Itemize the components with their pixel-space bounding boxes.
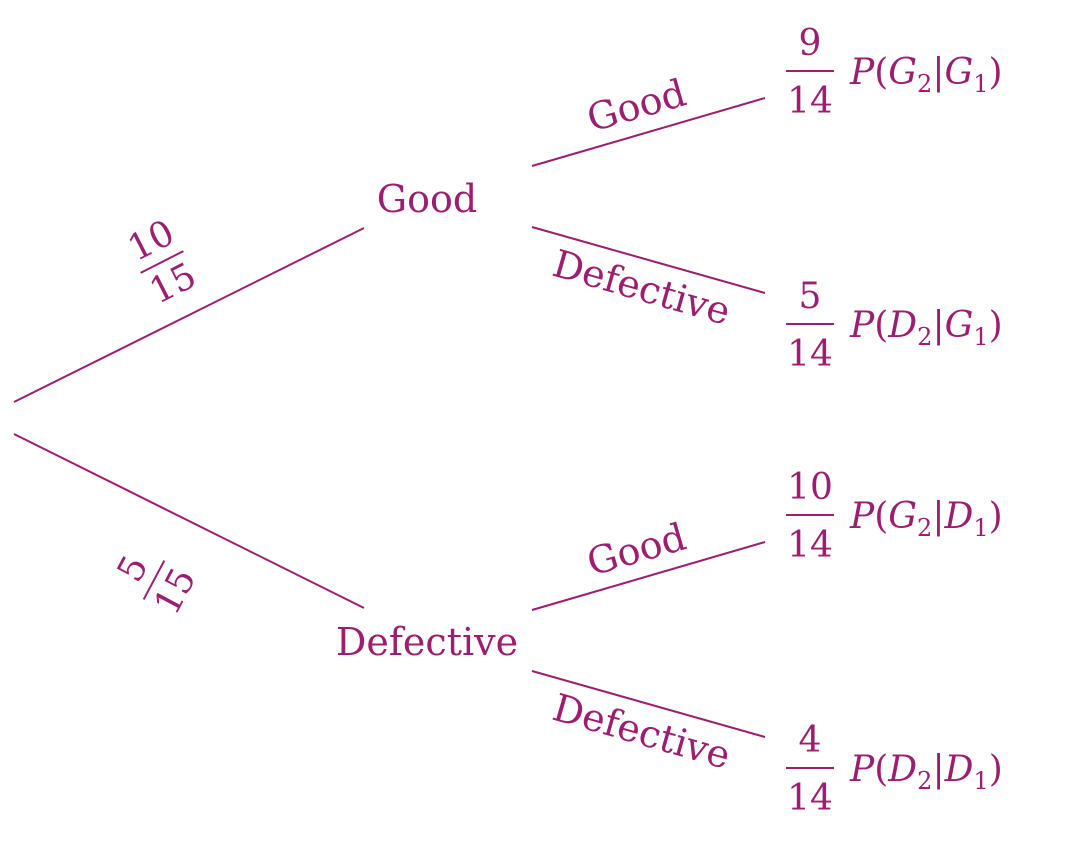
leaf-good-defective-numerator: 5	[799, 276, 822, 317]
leaf-defective-defective-numerator: 4	[799, 720, 822, 761]
root-to-defective-branch	[13, 433, 365, 609]
edge-label-good-defective: Defective	[548, 241, 735, 334]
leaf-good-defective-denominator: 14	[787, 334, 833, 375]
defective-to-good-branch	[531, 541, 766, 611]
good-to-good-branch	[531, 97, 766, 167]
leaf-good-good-numerator: 9	[799, 23, 822, 64]
leaf-defective-good-denominator: 14	[787, 525, 833, 566]
leaf-defective-good-numerator: 10	[787, 467, 833, 508]
edge-label-defective-good: Good	[582, 515, 691, 585]
leaf-good-good: 9 14 P(G2|G1)	[786, 23, 1003, 122]
leaf-defective-defective-denominator: 14	[787, 778, 833, 819]
leaf-defective-defective: 4 14 P(D2|D1)	[786, 720, 1003, 819]
node-good: Good	[377, 177, 477, 221]
root-defective-probability: 5 15	[110, 549, 205, 621]
root-defective-probability-numerator: 5	[110, 549, 157, 588]
leaf-defective-good-expression: P(G2|D1)	[849, 496, 1003, 542]
leaf-good-good-expression: P(G2|G1)	[849, 52, 1003, 98]
leaf-good-good-denominator: 14	[787, 81, 833, 122]
defective-to-defective-branch	[531, 670, 766, 738]
node-defective: Defective	[336, 620, 518, 664]
edge-label-defective-defective: Defective	[548, 685, 735, 778]
root-defective-fraction-bar	[142, 560, 166, 600]
root-good-probability: 10 15	[122, 212, 203, 312]
edge-label-good-good: Good	[582, 71, 691, 141]
leaf-defective-defective-expression: P(D2|D1)	[849, 749, 1003, 795]
good-to-defective-branch	[531, 226, 766, 294]
root-to-good-branch	[13, 227, 365, 403]
leaf-good-defective: 5 14 P(D2|G1)	[786, 276, 1003, 375]
leaf-defective-good: 10 14 P(G2|D1)	[786, 467, 1003, 566]
leaf-good-defective-expression: P(D2|G1)	[849, 305, 1003, 351]
root-good-probability-denominator: 15	[143, 255, 202, 312]
root-good-fraction-bar	[140, 250, 184, 274]
